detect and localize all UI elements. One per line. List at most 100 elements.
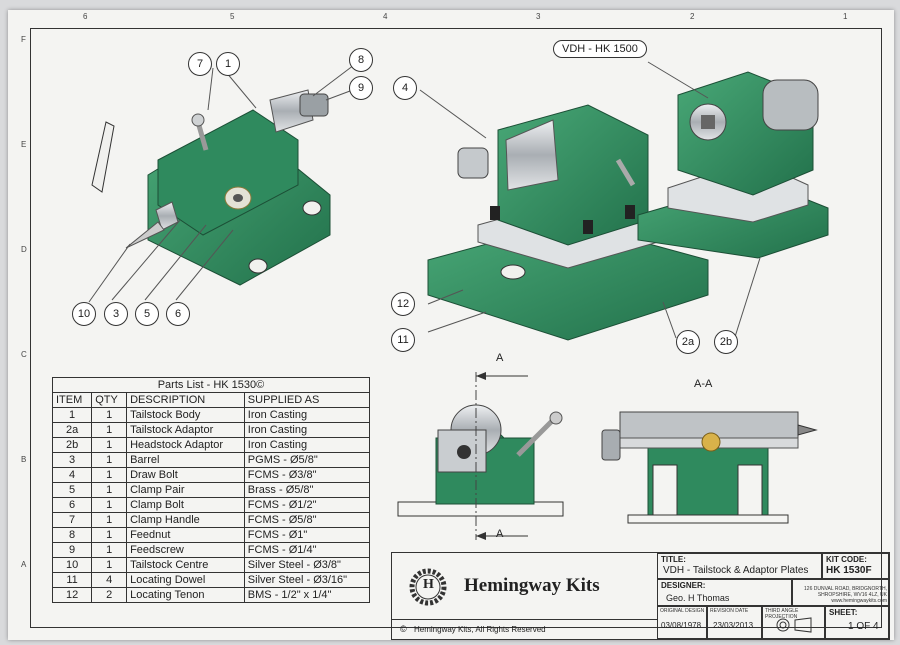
front-elevation-view xyxy=(397,372,564,540)
sheet-cell: SHEET: 1 OF 4 xyxy=(825,606,889,639)
table-cell: Clamp Handle xyxy=(126,512,245,528)
table-cell: Iron Casting xyxy=(243,422,371,438)
assembled-tailstock-view xyxy=(419,89,709,341)
title-label: TITLE: xyxy=(661,555,686,564)
third-angle-projection-icon xyxy=(776,617,812,633)
table-cell: 1 xyxy=(91,527,128,543)
table-cell: Silver Steel - Ø3/8" xyxy=(243,557,371,573)
callout-9: 9 xyxy=(349,76,373,100)
zone-top-6: 6 xyxy=(83,12,88,21)
table-cell: Headstock Adaptor xyxy=(126,437,245,453)
table-cell: 1 xyxy=(91,422,128,438)
table-cell: Brass - Ø5/8" xyxy=(243,482,371,498)
zone-top-3: 3 xyxy=(536,12,541,21)
title-block: H Hemingway Kits TITLE: VDH - Tailstock … xyxy=(391,552,890,640)
zone-side-b: B xyxy=(21,455,27,464)
table-cell: 10 xyxy=(51,557,93,573)
copyright-text: Hemingway Kits, All Rights Reserved xyxy=(414,625,546,634)
callout-5: 5 xyxy=(135,302,159,326)
table-cell: 5 xyxy=(51,482,93,498)
parts-list-col-header: ITEM xyxy=(51,392,93,408)
zone-side-e: E xyxy=(21,140,27,149)
table-cell: 7 xyxy=(51,512,93,528)
table-cell: FCMS - Ø1/4" xyxy=(243,542,371,558)
table-cell: 1 xyxy=(91,467,128,483)
section-marker-top: A xyxy=(496,352,504,364)
drawing-title: VDH - Tailstock & Adaptor Plates xyxy=(663,565,809,576)
title-cell: TITLE: VDH - Tailstock & Adaptor Plates xyxy=(657,553,822,579)
kit-code-label: KIT CODE: xyxy=(826,555,867,564)
table-cell: 8 xyxy=(51,527,93,543)
callout-12: 12 xyxy=(391,292,415,316)
table-cell: FCMS - Ø1/2" xyxy=(243,497,371,513)
table-cell: 11 xyxy=(51,572,93,588)
parts-list-col-header: QTY xyxy=(91,392,128,408)
table-cell: 1 xyxy=(51,407,93,423)
callout-6: 6 xyxy=(166,302,190,326)
table-cell: Tailstock Adaptor xyxy=(126,422,245,438)
table-cell: 1 xyxy=(91,482,128,498)
section-view-title: A-A xyxy=(694,378,713,390)
drawing-border xyxy=(30,28,882,628)
table-cell: Locating Dowel xyxy=(126,572,245,588)
projection-label: THIRD ANGLE PROJECTION xyxy=(765,608,799,620)
callout-4: 4 xyxy=(393,76,417,100)
sheet-number: 1 OF 4 xyxy=(848,621,879,632)
table-cell: 2b xyxy=(51,437,93,453)
table-cell: 1 xyxy=(91,407,128,423)
section-marker-bottom: A xyxy=(496,528,504,540)
section-a-a-view xyxy=(601,411,818,524)
revision-label: REVISION DATE xyxy=(710,608,749,614)
callout-7: 7 xyxy=(188,52,212,76)
table-cell: Tailstock Body xyxy=(126,407,245,423)
table-cell: FCMS - Ø1" xyxy=(243,527,371,543)
original-design-label: ORIGINAL DESIGN xyxy=(660,608,705,614)
model-tag: VDH - HK 1500 xyxy=(553,40,647,58)
table-cell: 6 xyxy=(51,497,93,513)
address-cell: 126 DUNVAL ROAD, BRIDGNORTH, SHROPSHIRE,… xyxy=(792,579,889,606)
callout-11: 11 xyxy=(391,328,415,352)
table-cell: PGMS - Ø5/8" xyxy=(243,452,371,468)
revision-date: 23/03/2013 xyxy=(713,621,754,630)
table-cell: 1 xyxy=(91,542,128,558)
table-cell: 1 xyxy=(91,557,128,573)
table-cell: 2a xyxy=(51,422,93,438)
table-cell: Clamp Pair xyxy=(126,482,245,498)
table-cell: FCMS - Ø5/8" xyxy=(243,512,371,528)
parts-list-col-header: SUPPLIED AS xyxy=(243,392,371,408)
callout-2b: 2b xyxy=(714,330,738,354)
table-cell: 4 xyxy=(51,467,93,483)
kit-code: HK 1530F xyxy=(826,565,872,576)
zone-side-d: D xyxy=(21,245,27,254)
table-cell: FCMS - Ø3/8" xyxy=(243,467,371,483)
zone-top-5: 5 xyxy=(230,12,235,21)
company-name: Hemingway Kits xyxy=(464,575,600,596)
zone-side-a: A xyxy=(21,560,27,569)
table-cell: Silver Steel - Ø3/16" xyxy=(243,572,371,588)
revision-cell: REVISION DATE 23/03/2013 xyxy=(707,606,762,639)
kit-code-cell: KIT CODE: HK 1530F xyxy=(822,553,889,579)
zone-side-c: C xyxy=(21,350,27,359)
zone-side-f: F xyxy=(21,35,26,44)
table-cell: 1 xyxy=(91,452,128,468)
exploded-tailstock-view xyxy=(88,61,359,303)
designer-cell: DESIGNER: Geo. H Thomas xyxy=(657,579,792,606)
sheet-label: SHEET: xyxy=(829,608,858,617)
table-cell: BMS - 1/2" x 1/4" xyxy=(243,587,371,603)
table-cell: 4 xyxy=(91,572,128,588)
zone-top-4: 4 xyxy=(383,12,388,21)
company-address: 126 DUNVAL ROAD, BRIDGNORTH, SHROPSHIRE,… xyxy=(804,586,887,604)
table-cell: 1 xyxy=(91,512,128,528)
